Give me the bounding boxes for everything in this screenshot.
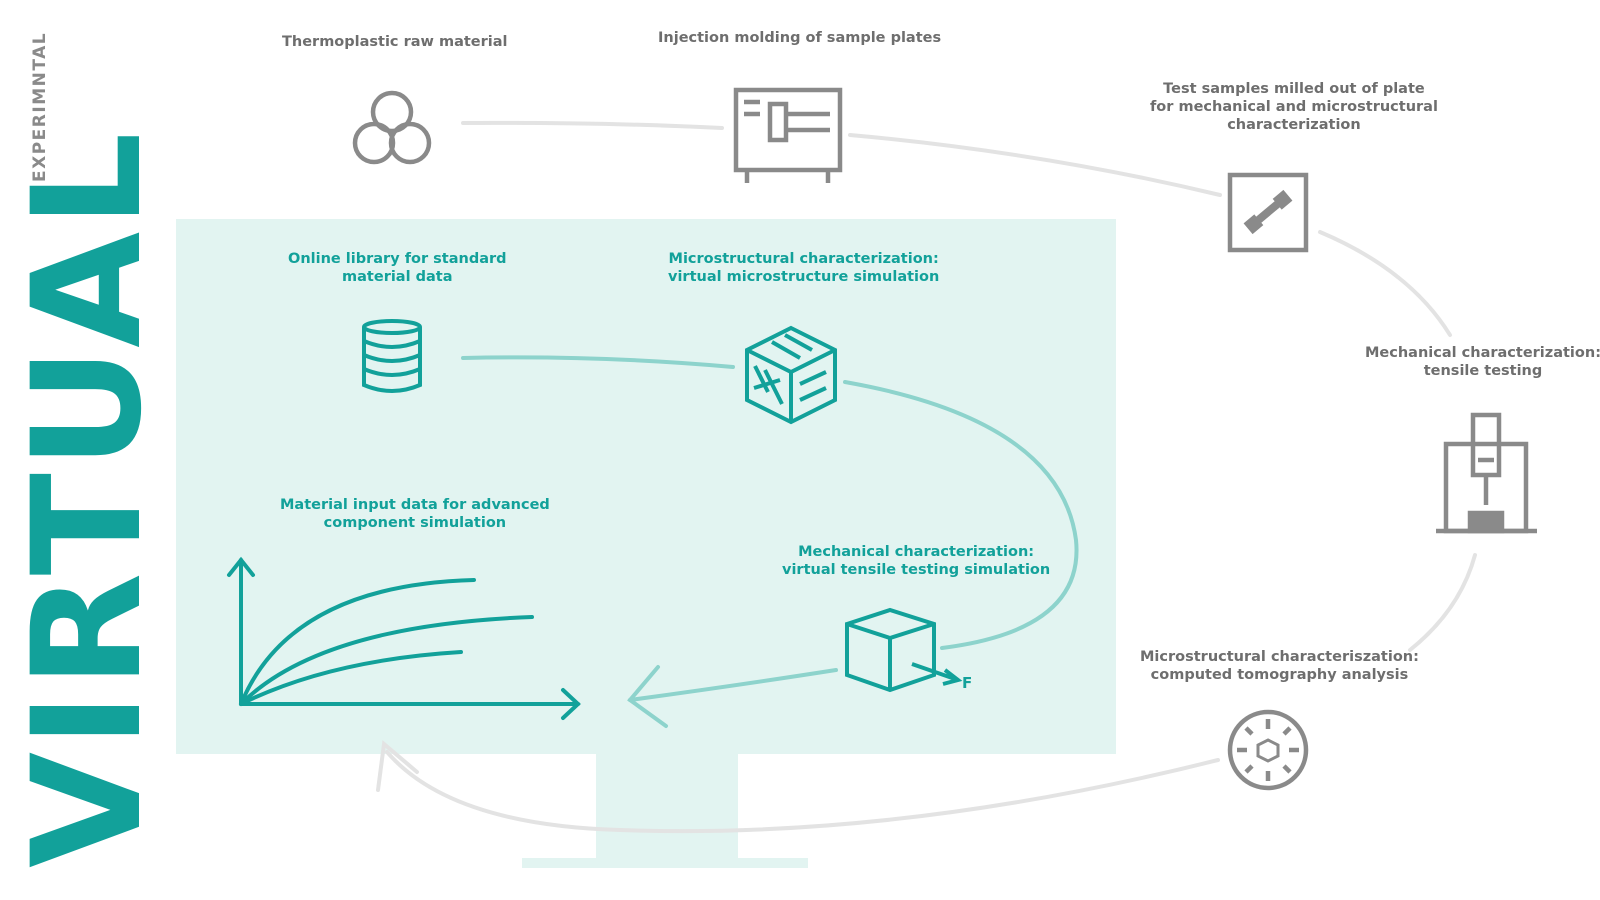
monitor-stand [596,752,738,860]
virtual-flow [461,355,1079,728]
tensile-tester-icon [1436,412,1537,534]
test-specimen-icon [1227,172,1309,253]
flow-line [1408,553,1477,652]
flow-line [461,120,724,130]
experimental-flow [376,120,1477,834]
flow-line [848,133,1222,197]
granules-icon [352,90,432,165]
monitor-screen [176,219,1116,754]
milled-samples-label: Test samples milled out of plate for mec… [1150,81,1438,133]
flow-line [385,750,1220,834]
monitor-base [522,858,808,868]
flow-line [843,380,1079,650]
tensile-testing-label: Mechanical characterization: tensile tes… [1365,345,1600,379]
database-icon [362,319,422,393]
injection-molding-label: Injection molding of sample plates [658,30,942,46]
force-label: F [962,674,972,692]
curve [239,650,463,706]
curve [239,615,534,706]
flow-line [461,355,735,369]
stress-strain-curves-icon [227,556,581,720]
microstructure-cube-icon [745,325,837,425]
microstructure-simulation-label: Microstructural characterization: virtua… [668,251,940,285]
online-library-label: Online library for standard material dat… [288,251,507,285]
ct-analysis-label: Microstructural characteriszation: compu… [1140,649,1419,683]
ct-scanner-icon [1227,709,1309,791]
raw-material-label: Thermoplastic raw material [282,34,508,50]
flow-line [1318,230,1452,337]
flow-arrowhead [627,665,668,728]
curve [239,578,476,706]
injection-machine-icon [733,87,843,183]
flow-line [628,668,838,702]
tensile-simulation-label: Mechanical characterization: virtual ten… [782,544,1051,578]
input-data-label: Material input data for advanced compone… [280,497,550,531]
flow-arrowhead [376,740,419,792]
tensile-cube-icon [845,607,963,693]
